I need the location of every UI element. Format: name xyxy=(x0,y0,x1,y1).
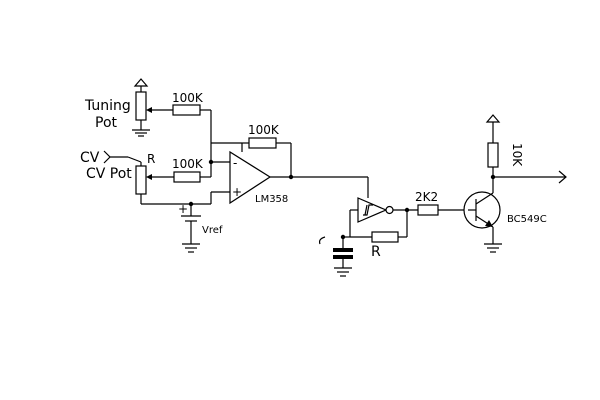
resistor-2k2-label: 2K2 xyxy=(415,190,438,204)
tuning-pot-label-line2: Pot xyxy=(95,115,118,131)
vref-label: Vref xyxy=(202,225,223,236)
resistor-schmitt-feedback-label: R xyxy=(371,244,381,260)
ground-icon xyxy=(182,243,200,253)
ground-icon xyxy=(334,267,352,277)
opamp-lm358 xyxy=(229,150,291,205)
output-arrow-icon xyxy=(493,170,567,184)
resistor-100k-tuning-label: 100K xyxy=(172,91,204,105)
resistor-100k-tuning xyxy=(172,104,211,116)
resistor-100k-cv xyxy=(173,171,211,183)
resistor-2k2-base xyxy=(417,204,468,216)
opamp-minus-label: - xyxy=(233,156,237,170)
power-rail-arrow-icon xyxy=(485,114,501,123)
vref-source xyxy=(181,204,201,253)
timing-capacitor-label xyxy=(318,236,326,245)
timing-capacitor xyxy=(333,234,353,277)
resistor-100k-cv-label: 100K xyxy=(172,157,204,171)
opamp-label: LM358 xyxy=(255,194,288,205)
cv-pot xyxy=(135,162,174,204)
resistor-schmitt-feedback xyxy=(350,210,408,243)
resistor-10k-collector xyxy=(485,114,501,177)
transistor-label: BC549C xyxy=(507,214,547,225)
ground-icon xyxy=(484,243,502,253)
resistor-100k-feedback xyxy=(242,137,292,177)
opamp-plus-label: + xyxy=(232,185,242,199)
vref-plus-sign: + xyxy=(178,202,188,216)
tuning-pot xyxy=(132,78,173,137)
ground-icon xyxy=(132,129,150,137)
resistor-10k-label: 10K xyxy=(510,143,524,167)
schmitt-trigger-symbol xyxy=(357,197,394,223)
cv-input-label: CV xyxy=(80,150,100,166)
cv-input xyxy=(103,150,142,164)
power-rail-arrow-icon xyxy=(133,78,149,87)
npn-transistor-symbol xyxy=(463,191,501,229)
tuning-pot-label-line1: Tuning xyxy=(84,98,131,114)
cv-pot-label: CV Pot xyxy=(86,166,132,182)
cv-pot-r-label: R xyxy=(147,152,155,166)
resistor-100k-feedback-label: 100K xyxy=(248,123,280,137)
